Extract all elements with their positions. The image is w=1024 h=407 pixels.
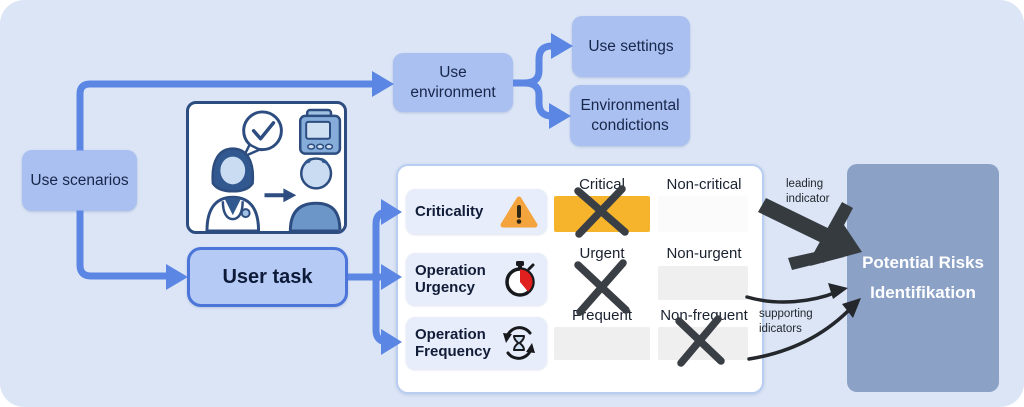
connector-usertask-frequency bbox=[372, 277, 389, 346]
use-environment-label: Use environment bbox=[410, 64, 496, 101]
non-urgent-header: Non-urgent bbox=[666, 245, 742, 262]
operation-frequency-label: Operation Frequency bbox=[415, 325, 491, 360]
doctor-to-patient-arrow bbox=[264, 188, 297, 203]
use-scenarios-label: Use scenarios bbox=[30, 171, 129, 189]
arrowhead-use-settings bbox=[551, 33, 573, 59]
use-settings-node: Use settings bbox=[572, 16, 690, 77]
supporting-arrowhead-1 bbox=[828, 283, 848, 299]
task-factors-panel: Criticality Operation Urgency bbox=[396, 164, 764, 394]
doctor-patient-scene bbox=[205, 108, 342, 231]
use-scenarios-node: Use scenarios bbox=[22, 150, 137, 211]
warning-icon bbox=[500, 195, 538, 229]
doctor-patient-illustration bbox=[186, 101, 347, 234]
frequent-cell bbox=[554, 327, 650, 360]
connector-to-use-settings bbox=[523, 42, 556, 87]
medical-device-icon bbox=[298, 108, 342, 155]
connector-scenarios-usertask bbox=[76, 210, 170, 280]
patient-figure bbox=[288, 157, 342, 231]
potential-risks-label: Potential Risks Identifikation bbox=[862, 253, 984, 302]
urgent-header: Urgent bbox=[579, 245, 625, 262]
non-frequent-header: Non-frequent bbox=[660, 307, 748, 324]
connector-usertask-criticality bbox=[372, 208, 389, 277]
arrowhead-usertask bbox=[166, 264, 188, 290]
operation-frequency-row: Operation Frequency bbox=[406, 317, 547, 369]
frequent-header: Frequent bbox=[571, 307, 633, 324]
environmental-conditions-node: Environmental condictions bbox=[570, 85, 690, 146]
potential-risks-node: Potential Risks Identifikation bbox=[847, 164, 999, 392]
cycle-icon bbox=[500, 325, 538, 361]
environmental-conditions-label: Environmental condictions bbox=[580, 97, 680, 134]
non-critical-header: Non-critical bbox=[666, 176, 742, 193]
non-urgent-cell bbox=[658, 266, 748, 300]
user-task-label: User task bbox=[222, 265, 313, 288]
criticality-row: Criticality bbox=[406, 189, 547, 234]
leading-indicator-label: leading indicator bbox=[786, 178, 830, 205]
arrowhead-env-conditions bbox=[549, 103, 571, 129]
arrowhead-environment bbox=[372, 71, 394, 97]
critical-header: Critical bbox=[579, 176, 625, 193]
user-task-node: User task bbox=[187, 247, 348, 307]
use-environment-node: Use environment bbox=[393, 53, 513, 112]
operation-urgency-label: Operation Urgency bbox=[415, 261, 486, 296]
operation-urgency-row: Operation Urgency bbox=[406, 253, 547, 305]
non-frequent-cell bbox=[658, 327, 748, 360]
stopwatch-icon bbox=[502, 260, 538, 298]
criticality-label: Criticality bbox=[415, 202, 484, 220]
connector-to-env-conditions bbox=[523, 79, 556, 120]
supporting-indicators-label: supporting idicators bbox=[759, 308, 813, 335]
non-critical-cell bbox=[658, 196, 748, 232]
doctor-figure bbox=[205, 147, 261, 231]
use-settings-label: Use settings bbox=[588, 37, 674, 55]
critical-cell bbox=[554, 196, 650, 232]
speech-bubble-check-icon bbox=[242, 110, 283, 158]
